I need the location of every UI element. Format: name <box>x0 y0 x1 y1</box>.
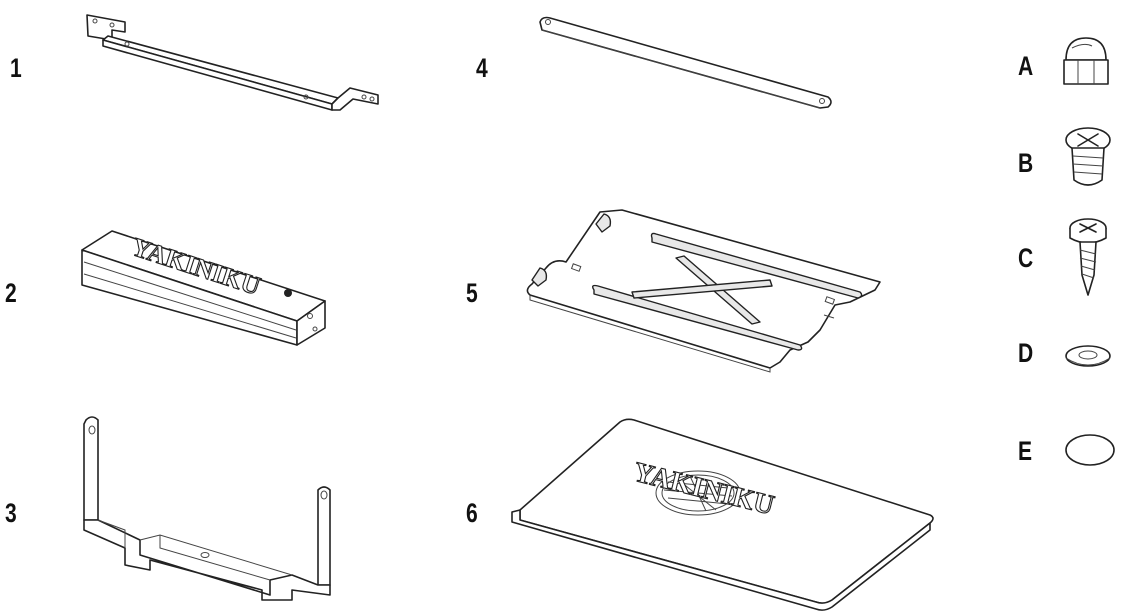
hardware-c-tapping-screw <box>1069 218 1107 296</box>
label-part-3: 3 <box>5 498 17 528</box>
label-part-5: 5 <box>466 278 478 308</box>
label-part-e: E <box>1018 436 1033 466</box>
label-part-6: 6 <box>466 498 478 528</box>
part-2-tube: YAKINIKU <box>81 230 326 346</box>
part-4-strap <box>539 16 832 109</box>
label-part-b: B <box>1018 148 1034 178</box>
label-part-d: D <box>1018 338 1034 368</box>
hardware-a-cap-nut <box>1063 37 1109 85</box>
label-part-c: C <box>1018 243 1034 273</box>
part-3-leg-frame <box>83 416 331 601</box>
label-part-a: A <box>1018 51 1034 81</box>
hardware-e-dome <box>1065 434 1115 466</box>
label-part-1: 1 <box>10 53 22 83</box>
hardware-d-washer <box>1065 345 1111 367</box>
label-part-2: 2 <box>5 278 17 308</box>
label-part-4: 4 <box>476 53 488 83</box>
part-6-board: YAKINIKU <box>511 418 934 611</box>
hardware-b-flat-screw <box>1065 127 1111 186</box>
part-1-bracket <box>86 14 379 111</box>
part-5-grate <box>526 209 881 373</box>
